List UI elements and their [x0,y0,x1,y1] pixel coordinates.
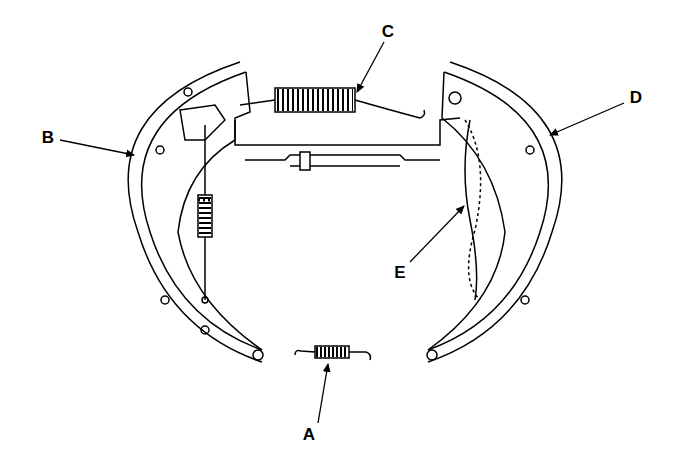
left-shoe [128,62,263,362]
upper-spring [240,88,425,118]
adjuster-lever [465,120,477,300]
right-shoe [427,62,562,362]
leader-lines [60,42,624,423]
callout-letter: C [382,23,394,40]
strut [235,118,460,170]
lower-spring [295,346,371,360]
callout-letter: A [303,426,315,443]
callout-letter: D [630,89,642,106]
callout-letter: E [394,264,405,281]
callout-letter: B [42,129,54,146]
